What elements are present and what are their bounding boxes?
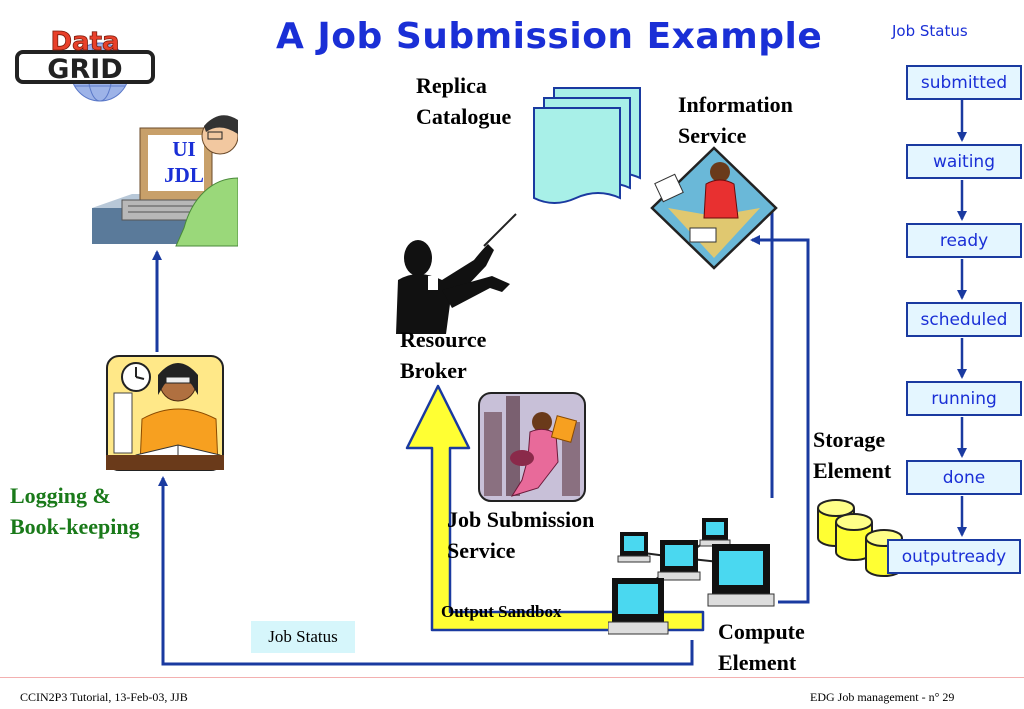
job-submission-service-icon [478, 392, 586, 502]
arrow-ce-to-logging [158, 476, 694, 666]
replica-catalogue-icon [533, 87, 641, 204]
logo-data-text: Data [50, 27, 119, 57]
job-submission-service-label: Job Submission Service [447, 507, 595, 563]
resource-broker-icon [396, 213, 517, 334]
output-sandbox-label: Output Sandbox [441, 602, 562, 621]
status-done: done [906, 460, 1022, 495]
status-scheduled: scheduled [906, 302, 1022, 337]
job-status-title: Job Status [892, 22, 968, 40]
datagrid-logo: Data GRID [15, 27, 155, 102]
information-service-label: Information Service [678, 92, 793, 148]
arrow-ce-to-info-outer [750, 235, 810, 604]
logging-bookkeeping-icon [106, 355, 224, 471]
logo-grid-text: GRID [47, 54, 122, 85]
status-ready: ready [906, 223, 1022, 258]
resource-broker-label: Resource Broker [400, 327, 487, 383]
storage-element-label: Storage Element [813, 427, 892, 483]
logging-bookkeeping-label: Logging & Book-keeping [10, 483, 140, 539]
output-sandbox-arrow [405, 384, 705, 632]
job-status-badge: Job Status [251, 621, 355, 653]
compute-element-icon [608, 518, 775, 635]
information-service-icon [650, 146, 778, 270]
status-running: running [906, 381, 1022, 416]
compute-element-label: Compute Element [718, 619, 805, 675]
footer-right: EDG Job management - n° 29 [810, 690, 955, 704]
footer-divider [0, 677, 1024, 678]
footer-left: CCIN2P3 Tutorial, 13-Feb-03, JJB [20, 690, 188, 704]
page-title: A Job Submission Example [276, 16, 823, 57]
ui-label: UI [172, 137, 196, 161]
storage-element-icon [817, 499, 903, 577]
status-waiting: waiting [906, 144, 1022, 179]
jdl-label: JDL [164, 163, 204, 187]
user-interface-icon [92, 115, 238, 247]
replica-catalogue-label: Replica Catalogue [416, 73, 512, 129]
status-submitted: submitted [906, 65, 1022, 100]
status-outputready: outputready [887, 539, 1021, 574]
ui-screen-text: UI JDL [155, 136, 213, 188]
